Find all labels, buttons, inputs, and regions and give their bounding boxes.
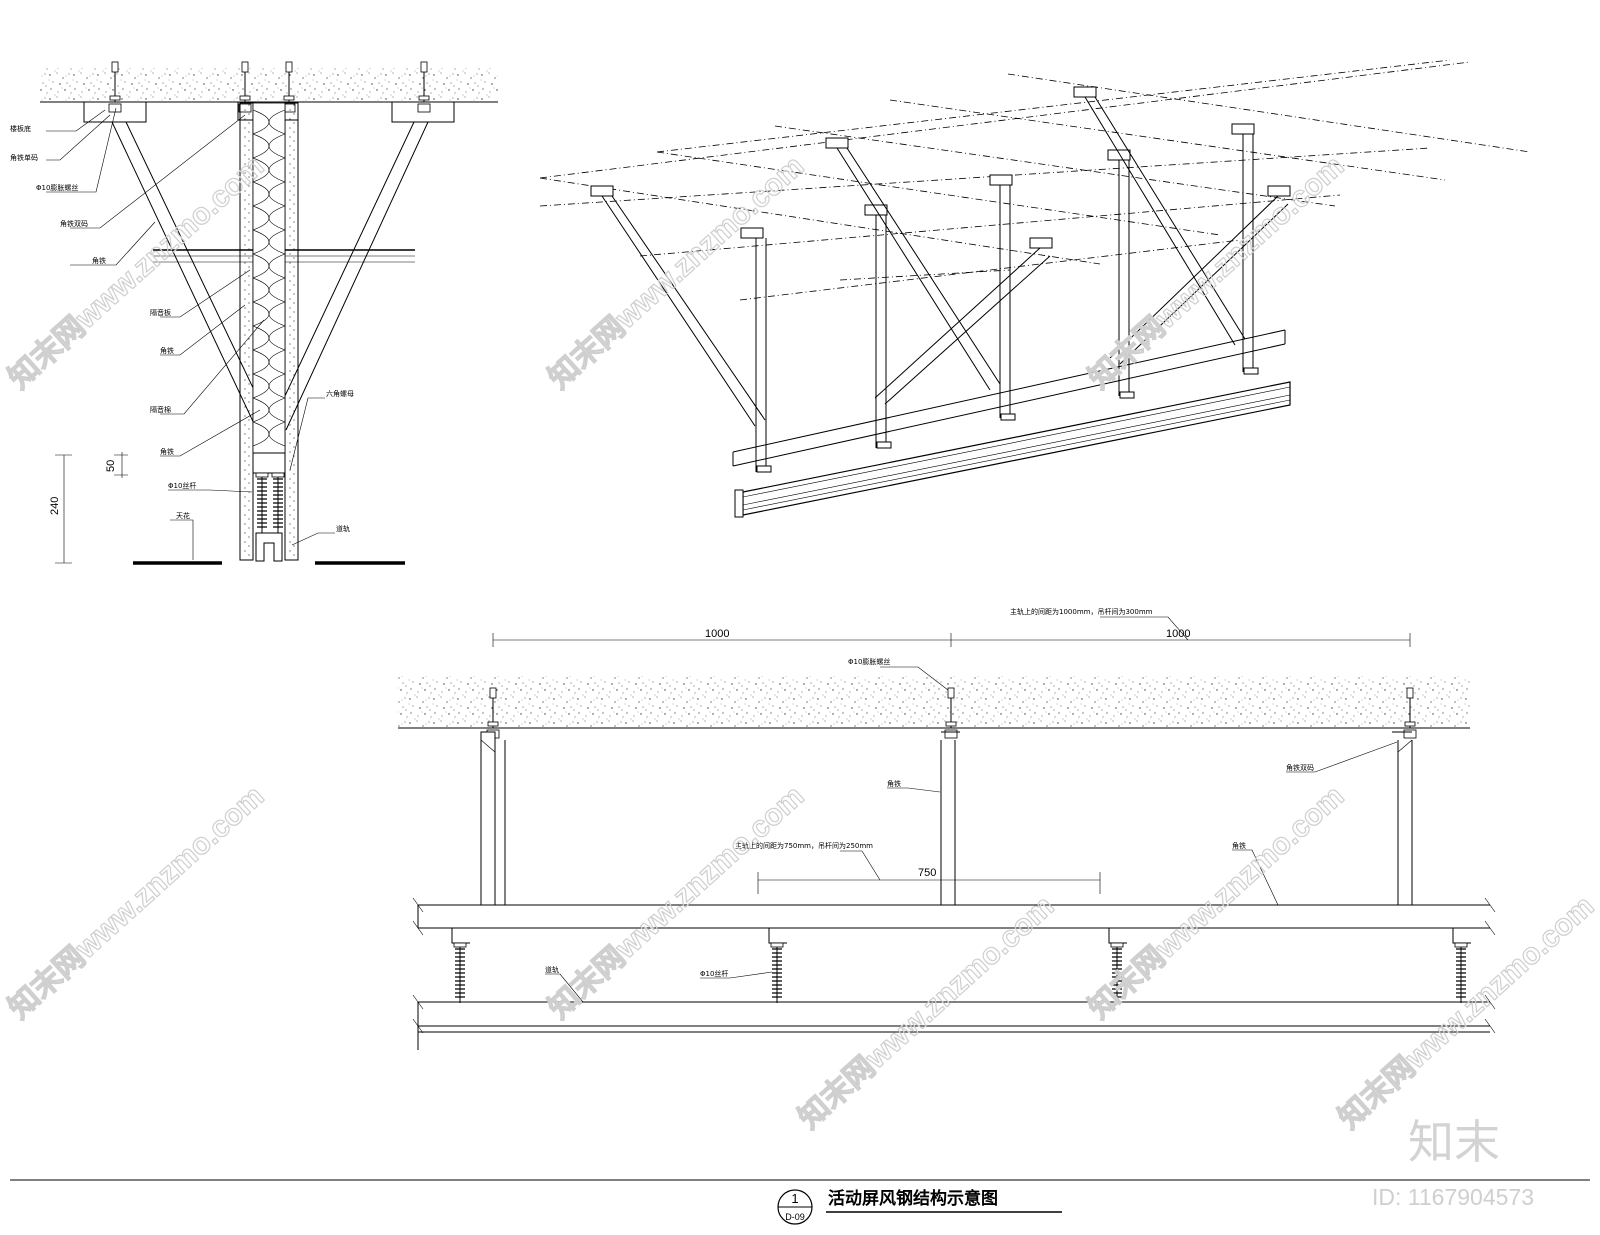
dim-240: 240 — [49, 497, 61, 515]
brand-logo-text: 知末 — [1408, 1115, 1500, 1169]
label-hex-nut: 六角螺母 — [326, 389, 354, 398]
isometric-view — [539, 59, 1531, 518]
drawing-title: 活动屏风钢结构示意图 — [828, 1188, 998, 1209]
label-angle-2: 角铁 — [160, 346, 174, 355]
watermark-4: 知末网www.znzmo.com — [3, 779, 271, 1025]
dim-750: 750 — [918, 867, 936, 879]
watermark-8: 知末网www.znzmo.com — [1333, 889, 1600, 1135]
watermark-6: 知末网www.znzmo.com — [1083, 779, 1351, 1025]
label-sound-board: 隔音板 — [150, 308, 171, 317]
label-track: 道轨 — [336, 524, 350, 533]
label-elev-angle-1: 角铁 — [887, 779, 901, 788]
watermark-3: 知末网www.znzmo.com — [1083, 149, 1351, 395]
image-id: ID: 1167904573 — [1372, 1184, 1534, 1210]
label-sound-wool: 隔音棉 — [150, 405, 171, 414]
dim-50: 50 — [105, 460, 117, 472]
label-angle-3: 角铁 — [160, 447, 174, 456]
label-elev-track: 道轨 — [545, 965, 559, 974]
label-expansion-bolt: Φ10膨胀螺丝 — [36, 183, 78, 192]
label-slab-bottom: 楼板底 — [10, 124, 31, 133]
label-elev-angle-2: 角铁 — [1232, 841, 1246, 850]
label-angle-double: 角铁双码 — [60, 219, 88, 228]
note-spacing-mid: 主轨上的间距为750mm，吊杆间为250mm — [735, 841, 873, 850]
elevation-view: 1000 1000 主轨上的间距为1000mm，吊杆间为300mm Φ10膨胀螺… — [398, 607, 1496, 1050]
title-block: 1 D-09 活动屏风钢结构示意图 — [10, 1179, 1590, 1225]
floor-slab-elevation — [398, 676, 1470, 728]
label-elev-bolt: Φ10膨胀螺丝 — [848, 657, 890, 666]
watermark-7: 知末网www.znzmo.com — [793, 889, 1061, 1135]
label-angle-1: 角铁 — [92, 256, 106, 265]
detail-number: 1 — [791, 1191, 798, 1206]
dim-1000-right: 1000 — [1166, 628, 1190, 640]
dim-1000-left: 1000 — [705, 628, 729, 640]
note-spacing-top: 主轨上的间距为1000mm，吊杆间为300mm — [1010, 607, 1153, 616]
sheet-number: D-09 — [785, 1212, 805, 1222]
label-ceiling: 天花 — [176, 511, 190, 520]
watermark-5: 知末网www.znzmo.com — [543, 779, 811, 1025]
label-elev-rod: Φ10丝杆 — [700, 969, 728, 978]
label-elev-angle-double: 角铁双码 — [1286, 763, 1314, 772]
label-angle-single: 角铁单码 — [10, 153, 38, 162]
watermark-2: 知末网www.znzmo.com — [543, 149, 811, 395]
label-threaded-rod: Φ10丝杆 — [168, 481, 196, 490]
section-view: 240 50 楼板底 角铁单码 Φ10膨胀螺丝 角铁双码 角铁 隔音板 角铁 隔… — [10, 61, 498, 565]
